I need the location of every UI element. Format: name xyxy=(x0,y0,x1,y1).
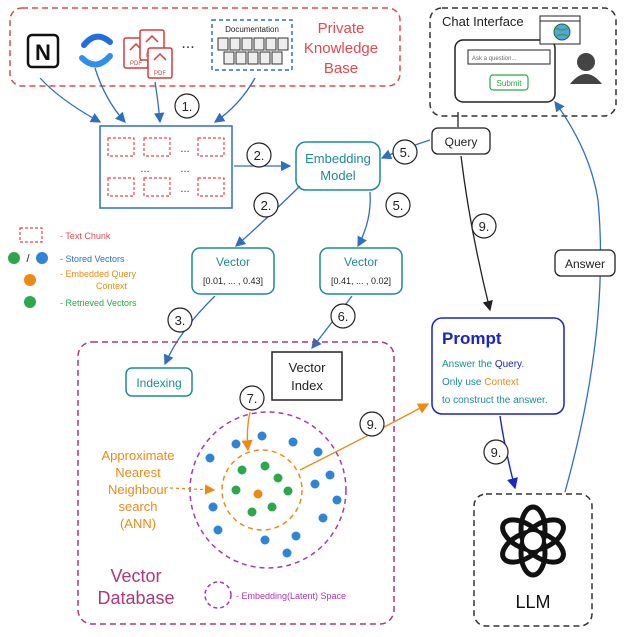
svg-text:PDF: PDF xyxy=(154,71,166,77)
question-input[interactable] xyxy=(467,49,551,65)
retrieved-vectors xyxy=(231,461,293,517)
svg-text:Only use Context: Only use Context xyxy=(442,377,519,388)
step-5b-marker: 5. xyxy=(385,192,411,218)
svg-text:PDF: PDF xyxy=(130,61,142,67)
embedding-model-box: Embedding Model xyxy=(295,141,381,191)
svg-text:- Embedded Query: - Embedded Query xyxy=(60,269,137,279)
svg-text:Submit: Submit xyxy=(497,79,523,88)
vector-left-box: Vector [0.01, ... , 0.43] xyxy=(191,247,275,295)
svg-text:Ask a question...: Ask a question... xyxy=(472,56,517,62)
svg-text:3.: 3. xyxy=(175,313,186,328)
svg-text:Vector: Vector xyxy=(344,255,378,269)
svg-text:9.: 9. xyxy=(479,219,490,234)
vector-db-title-2: Database xyxy=(97,588,174,608)
chat-interface-title: Chat Interface xyxy=(442,14,524,29)
svg-text:(ANN): (ANN) xyxy=(120,516,156,531)
svg-text:Query: Query xyxy=(445,135,478,149)
svg-text:...: ... xyxy=(140,163,149,175)
text-chunks-box: ... ... ... ... xyxy=(99,125,233,209)
svg-text:Answer the Query.: Answer the Query. xyxy=(442,359,524,370)
step-1-marker: 1. xyxy=(174,93,200,119)
svg-text:Indexing: Indexing xyxy=(136,376,181,390)
documentation-icon: Documentation xyxy=(211,19,293,71)
indexing-box: Indexing xyxy=(125,367,193,397)
svg-text:Context: Context xyxy=(96,281,128,291)
vector-database-region xyxy=(77,341,395,625)
llm-label: LLM xyxy=(515,592,550,612)
svg-text:2.: 2. xyxy=(254,148,265,163)
pdf-icon: PDF PDF PDF xyxy=(123,29,173,79)
svg-text:Nearest: Nearest xyxy=(115,465,161,480)
step-3-marker: 3. xyxy=(167,307,193,333)
svg-text:Neighbour: Neighbour xyxy=(108,482,169,497)
answer-box: Answer xyxy=(554,249,616,277)
svg-text:9.: 9. xyxy=(491,445,502,460)
svg-text:...: ... xyxy=(180,163,189,175)
svg-text:- Stored Vectors: - Stored Vectors xyxy=(60,254,125,264)
svg-text:9.: 9. xyxy=(367,417,378,432)
submit-button[interactable] xyxy=(489,74,529,91)
svg-text:- Text Chunk: - Text Chunk xyxy=(60,231,111,241)
notion-icon: N xyxy=(26,33,60,69)
private-kb-region xyxy=(9,7,401,87)
globe-icon xyxy=(539,15,581,45)
step-9b-marker: 9. xyxy=(359,411,385,437)
svg-text:[0.41, ... , 0.02]: [0.41, ... , 0.02] xyxy=(331,276,391,286)
svg-text:N: N xyxy=(35,40,51,65)
svg-text:5.: 5. xyxy=(400,145,411,160)
svg-text:Prompt: Prompt xyxy=(442,329,502,348)
chat-interface-region xyxy=(429,7,617,117)
svg-text:7.: 7. xyxy=(247,391,258,406)
svg-text:Documentation: Documentation xyxy=(225,25,279,34)
step-9a-marker: 9. xyxy=(471,213,497,239)
private-kb-title-3: Base xyxy=(324,60,358,77)
prompt-box: Prompt Answer the Query. Only use Contex… xyxy=(431,317,565,415)
svg-text:Vector: Vector xyxy=(216,255,250,269)
legend-embedding-space-swatch xyxy=(204,581,232,609)
svg-text:...: ... xyxy=(180,143,189,155)
openai-logo-icon xyxy=(500,504,566,578)
svg-text:/: / xyxy=(26,253,30,265)
step-9c-marker: 9. xyxy=(483,439,509,465)
svg-text:...: ... xyxy=(180,183,189,195)
step-6-marker: 6. xyxy=(330,303,356,329)
step-2a-marker: 2. xyxy=(246,142,272,168)
chat-window: Ask a question... Submit xyxy=(454,39,556,103)
query-box: Query xyxy=(431,127,491,155)
vector-db-title-1: Vector xyxy=(110,566,161,586)
stored-vectors xyxy=(205,431,342,558)
svg-text:5.: 5. xyxy=(393,198,404,213)
svg-text:to construct the answer.: to construct the answer. xyxy=(442,395,548,406)
user-icon xyxy=(570,53,602,84)
kb-ellipsis: ... xyxy=(181,35,194,52)
kb-to-chunks-arrows xyxy=(39,67,256,124)
legend-embedding-space-label: - Embedding(Latent) Space xyxy=(236,591,346,601)
step-7-marker: 7. xyxy=(239,385,265,411)
svg-text:Index: Index xyxy=(291,378,323,393)
svg-text:[0.01, ... , 0.43]: [0.01, ... , 0.43] xyxy=(203,276,263,286)
svg-text:Embedding: Embedding xyxy=(305,151,371,166)
svg-text:search: search xyxy=(118,499,157,514)
svg-text:6.: 6. xyxy=(338,309,349,324)
query-context-dot xyxy=(253,489,263,499)
svg-text:1.: 1. xyxy=(182,99,193,114)
step-2b-marker: 2. xyxy=(253,192,279,218)
vector-index-box: Vector Index xyxy=(271,351,343,401)
confluence-icon xyxy=(79,33,113,68)
svg-text:Approximate: Approximate xyxy=(102,448,175,463)
ann-label: Approximate Nearest Neighbour search (AN… xyxy=(102,448,175,531)
private-kb-title-2: Knowledge xyxy=(304,40,378,57)
svg-text:Answer: Answer xyxy=(565,257,605,271)
embedding-space-circle xyxy=(189,411,347,569)
legend: - Text Chunk / - Stored Vectors - Embedd… xyxy=(8,227,137,308)
svg-text:- Retrieved Vectors: - Retrieved Vectors xyxy=(60,298,137,308)
svg-text:Model: Model xyxy=(320,168,356,183)
step-5a-marker: 5. xyxy=(392,139,418,165)
ann-neighborhood-circle xyxy=(221,449,303,531)
vector-right-box: Vector [0.41, ... , 0.02] xyxy=(319,247,403,295)
svg-text:Vector: Vector xyxy=(289,360,327,375)
svg-text:2.: 2. xyxy=(261,198,272,213)
private-kb-title-1: Private xyxy=(318,20,365,37)
